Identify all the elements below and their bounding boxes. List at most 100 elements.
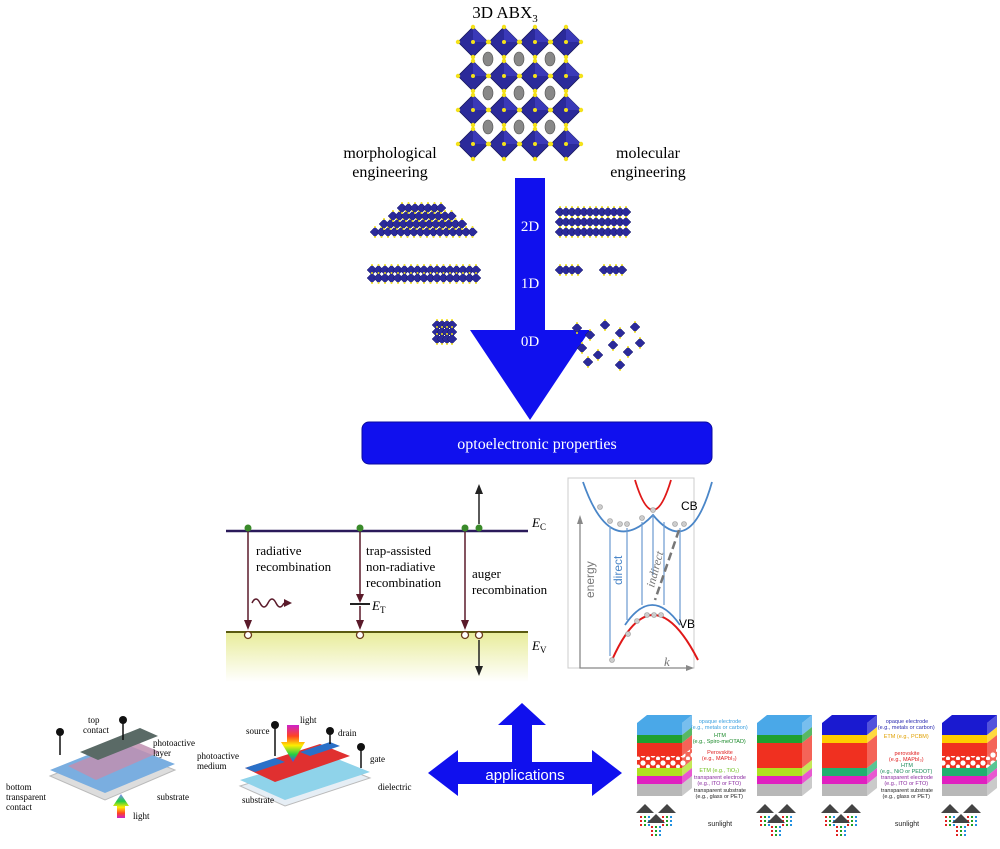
- a-site-cation: [544, 51, 556, 67]
- photon-dot: [651, 834, 653, 836]
- photon-dot: [956, 830, 958, 832]
- cell-layer-side: [867, 735, 877, 768]
- photon-dot: [833, 816, 835, 818]
- applications-label: applications: [485, 767, 564, 784]
- cell-layer: [637, 743, 682, 756]
- photon-dot: [844, 834, 846, 836]
- cell-layer: [942, 756, 987, 768]
- cell-top: [822, 715, 877, 723]
- photon-dot: [975, 824, 977, 826]
- sunlight-icon: [756, 804, 774, 813]
- cell-layer-side: [867, 715, 877, 735]
- photon-dot: [771, 830, 773, 832]
- cell-layer-side: [867, 727, 877, 743]
- 1d-molecular-octahedron: [572, 263, 584, 277]
- cell-layer-side: [682, 768, 692, 784]
- cell-layer-side: [867, 776, 877, 796]
- 0d-molecular-octahedron: [607, 338, 619, 352]
- 0d-molecular-octahedron: [622, 345, 634, 359]
- photon-dot: [790, 820, 792, 822]
- cell-layer: [637, 756, 682, 768]
- sunlight-icon: [952, 814, 970, 823]
- energy-axis-label: energy: [583, 561, 597, 598]
- photon-dot: [662, 816, 664, 818]
- photon-dot: [670, 824, 672, 826]
- label-0d: 0D: [521, 334, 540, 350]
- photon-dot: [967, 816, 969, 818]
- optoelectronic-properties-box: [361, 421, 713, 465]
- photon-dot: [847, 816, 849, 818]
- cell-layer: [637, 768, 682, 776]
- cell-layer-side: [682, 760, 692, 776]
- photon-dot: [960, 826, 962, 828]
- photon-dot: [964, 830, 966, 832]
- photon-dot: [640, 816, 642, 818]
- cell-layer: [637, 776, 682, 784]
- cell-layer: [942, 784, 987, 796]
- photon-dot: [775, 834, 777, 836]
- cell-layer: [942, 768, 987, 776]
- solar-cell-devices: [636, 715, 997, 836]
- 0d-molecular-octahedron: [629, 320, 641, 334]
- cell-layer: [942, 735, 987, 743]
- a-site-cation: [513, 85, 525, 101]
- photon-dot: [953, 816, 955, 818]
- photon-dot: [670, 816, 672, 818]
- photon-dot: [640, 820, 642, 822]
- photon-dot: [975, 816, 977, 818]
- cell-layer: [942, 776, 987, 784]
- sunlight-icon: [767, 814, 785, 823]
- cell-layer-side: [987, 760, 997, 776]
- cell-layer-side: [802, 760, 812, 776]
- cell-top: [757, 715, 812, 723]
- a-site-cation: [513, 51, 525, 67]
- photon-dot: [840, 830, 842, 832]
- cell-layer: [822, 776, 867, 784]
- octahedron: [548, 92, 584, 128]
- photon-dot: [971, 824, 973, 826]
- photon-wave-icon: [251, 598, 285, 608]
- photon-dot: [945, 820, 947, 822]
- photon-dot: [840, 834, 842, 836]
- cell-layer-side: [802, 727, 812, 743]
- photon-dot: [655, 834, 657, 836]
- photon-dot: [790, 824, 792, 826]
- photon-dot: [655, 830, 657, 832]
- sunlight-icon: [821, 804, 839, 813]
- sunlight-icon: [778, 804, 796, 813]
- cell-layer-side: [802, 715, 812, 735]
- cell-layer-side: [802, 735, 812, 768]
- sunlight-icon: [658, 804, 676, 813]
- cell-top: [942, 715, 997, 723]
- cell-layer: [822, 768, 867, 776]
- photon-dot: [666, 824, 668, 826]
- photon-dot: [775, 826, 777, 828]
- photon-dot: [945, 816, 947, 818]
- 0d-molecular-octahedron: [634, 336, 646, 350]
- photon-dot: [779, 830, 781, 832]
- sunlight-icon: [636, 804, 654, 813]
- photon-dot: [644, 824, 646, 826]
- cell-layer: [757, 776, 802, 784]
- photon-dot: [662, 824, 664, 826]
- band-structure-diagram: CB VB energy k direct indirect: [567, 477, 713, 671]
- photon-dot: [956, 826, 958, 828]
- cell-layer: [757, 743, 802, 768]
- photon-dot: [648, 816, 650, 818]
- cell-layer-side: [987, 727, 997, 743]
- photon-dot: [945, 824, 947, 826]
- photon-dot: [844, 826, 846, 828]
- photon-dot: [648, 824, 650, 826]
- 2d-molecular-octahedron: [620, 225, 632, 239]
- optoelectronic-properties-label: optoelectronic properties: [457, 436, 617, 453]
- cell-layer-side: [867, 760, 877, 776]
- a-site-cation: [482, 119, 494, 135]
- photon-dot: [825, 820, 827, 822]
- label-2d: 2D: [521, 219, 540, 235]
- photon-dot: [768, 816, 770, 818]
- photon-dot: [764, 824, 766, 826]
- cell-layer-side: [682, 748, 692, 768]
